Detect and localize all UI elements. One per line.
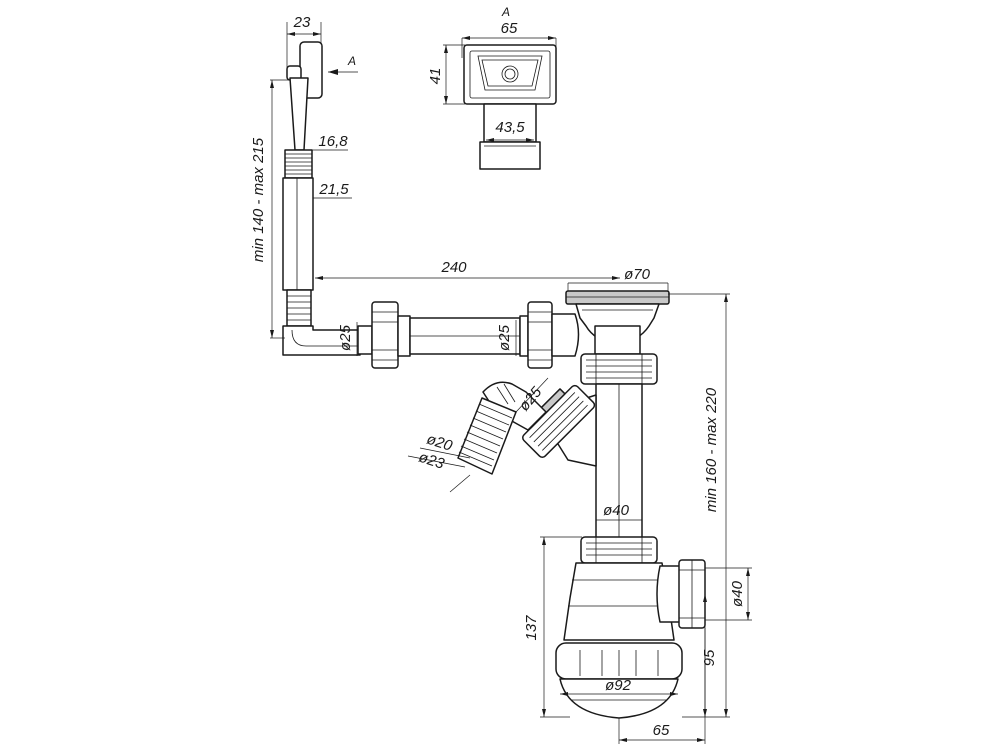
view-a: A 65 41 43,5 [427, 5, 557, 170]
pipe-dia-2-dim: ø25 [496, 324, 513, 351]
section-marker-a: A [347, 54, 356, 68]
pipe-dia-1-dim: ø25 [337, 324, 354, 351]
view-width-dim: 65 [501, 20, 518, 37]
overflow-height-dim: min 140 - max 215 [250, 137, 267, 262]
view-inner-dim: 43,5 [495, 119, 525, 136]
view-height-dim: 41 [427, 68, 444, 85]
outlet-offset-dim: 65 [653, 722, 670, 739]
overflow-assembly: 23 A 16,8 [250, 14, 361, 356]
overflow-pipe: 240 ø25 ø25 [315, 259, 620, 369]
bowl-dia-dim: ø92 [605, 677, 632, 694]
outlet-side-dia-dim: ø40 [729, 580, 746, 607]
view-a-label: A [501, 5, 510, 19]
pipe-dia-40-dim: ø40 [603, 502, 630, 519]
outlet-dia-dim: ø70 [624, 266, 651, 283]
overflow-head-width-dim: 23 [293, 14, 311, 31]
siphon-height-dim: min 160 - max 220 [703, 387, 720, 512]
overflow-pipe-length-dim: 240 [440, 259, 467, 276]
overflow-neck-dim: 16,8 [318, 133, 348, 150]
sink-outlet: ø70 [565, 266, 670, 385]
outlet-height-dim: 95 [701, 649, 718, 666]
overflow-tube-dim: 21,5 [318, 181, 349, 198]
bottle-trap: ø92 [555, 536, 706, 719]
vertical-pipe: ø40 [547, 383, 643, 540]
main-dimensions: min 160 - max 220 ø40 95 137 65 [523, 293, 752, 744]
bowl-height-dim: 137 [523, 615, 540, 641]
